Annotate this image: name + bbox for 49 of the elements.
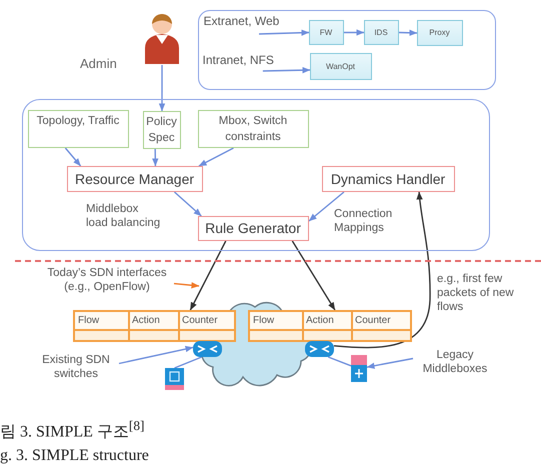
callout-label: Legacy Middleboxes	[413, 348, 497, 378]
column-header: Action	[132, 314, 160, 327]
arrow	[190, 240, 226, 310]
edge-label: Middlebox load balancing	[86, 202, 162, 230]
flow-table	[73, 310, 236, 342]
callout-label: Existing SDN switches	[33, 353, 119, 383]
edge-label: Connection Mappings	[334, 207, 394, 235]
person-label: Admin	[80, 56, 117, 71]
column-header: Counter	[182, 314, 218, 327]
function-box: WanOpt	[310, 52, 372, 80]
function-box: IDS	[364, 20, 398, 44]
arrow	[198, 147, 234, 167]
data-box: Topology, Traffic	[28, 110, 128, 148]
figure-caption: 림 3. SIMPLE 구조$^{[8]}$	[0, 417, 144, 442]
arrow	[308, 191, 344, 222]
data-box: Mbox, Switch constraints	[198, 110, 308, 148]
column-header: Counter	[355, 314, 391, 327]
group-panel	[198, 10, 496, 90]
leader-arrow	[174, 282, 200, 288]
leader-line	[118, 346, 194, 364]
column-header: Flow	[78, 314, 100, 327]
arrow	[174, 191, 202, 217]
connector-line	[174, 356, 202, 369]
edge-label: e.g., first few packets of new flows	[437, 272, 515, 314]
callout-label: Today’s SDN interfaces (e.g., OpenFlow)	[40, 266, 174, 298]
arrow	[158, 65, 166, 112]
module-box: Rule Generator	[198, 216, 308, 240]
function-box: FW	[308, 20, 344, 44]
arrow	[344, 29, 364, 36]
flow-table	[248, 310, 412, 342]
module-box: Dynamics Handler	[322, 166, 454, 192]
data-box: Policy Spec	[142, 110, 180, 148]
text-label: Intranet, NFS	[202, 52, 284, 70]
arrow	[334, 192, 431, 348]
connector-line	[328, 356, 352, 366]
arrow	[258, 30, 310, 36]
arrow	[292, 240, 336, 310]
group-panel	[22, 99, 490, 251]
text-label: Extranet, Web	[204, 14, 292, 34]
figure-caption: g. 3. SIMPLE structure	[0, 446, 149, 466]
arrow	[152, 149, 158, 166]
arrow	[64, 148, 82, 166]
leader-line	[366, 358, 414, 369]
column-header: Action	[306, 314, 334, 327]
function-box: Proxy	[416, 20, 462, 46]
column-header: Flow	[253, 314, 274, 327]
arrow	[262, 66, 310, 74]
module-box: Resource Manager	[66, 166, 202, 192]
arrow	[398, 30, 418, 36]
